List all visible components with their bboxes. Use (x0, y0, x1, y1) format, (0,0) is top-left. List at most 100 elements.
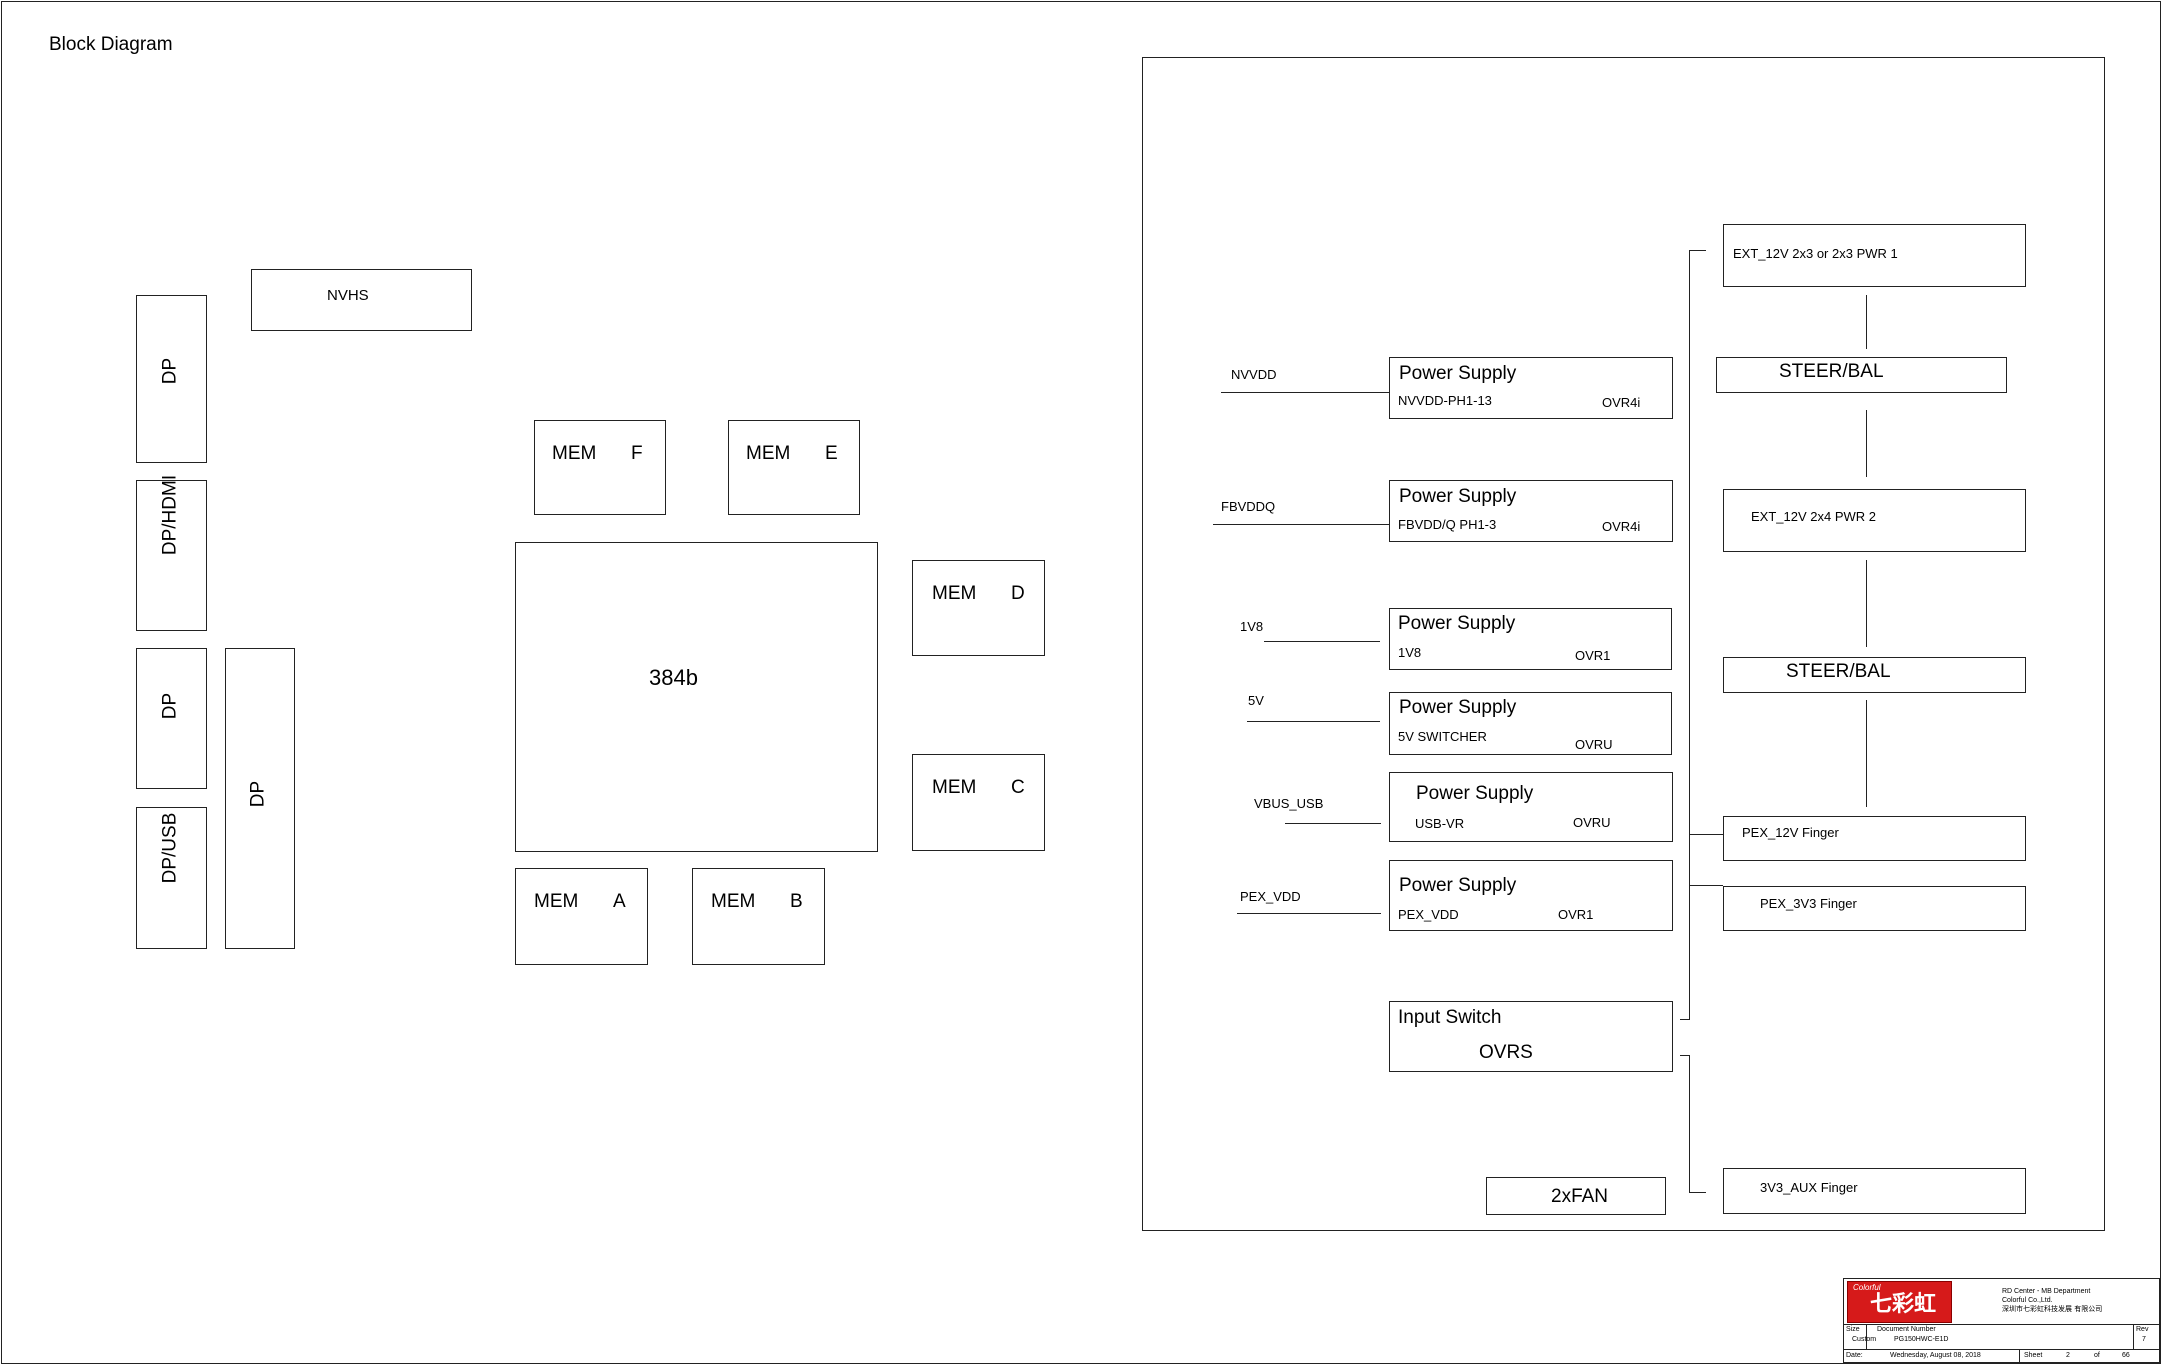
vbus-usb-supply-ref: OVRU (1573, 815, 1611, 830)
title-block-col-sheet (2019, 1349, 2020, 1364)
title-block-row-line-1 (1844, 1324, 2161, 1325)
5v-rail-line (1247, 721, 1380, 723)
gpu-label: 384b (649, 665, 698, 690)
power-bus-top-stub (1689, 250, 1706, 252)
power-bus-lower-top-stub (1680, 1055, 1690, 1057)
mem-f-letter: F (631, 443, 643, 464)
mem-e-block: MEM E (728, 420, 860, 515)
nvhs-block: NVHS (251, 269, 472, 331)
pex-vdd-power-supply: Power Supply PEX_VDD OVR1 (1389, 860, 1673, 931)
fbvddq-supply-title: Power Supply (1399, 486, 1517, 507)
dp-connector-3-label: DP (247, 780, 269, 808)
nvvdd-rail-line (1221, 392, 1389, 394)
1v8-rail-line (1264, 641, 1380, 643)
mem-c-letter: C (1011, 777, 1025, 798)
fbvddq-rail-line (1213, 524, 1389, 526)
mem-e-letter: E (825, 443, 838, 464)
size-value: Custom (1852, 1336, 1877, 1343)
nvhs-label: NVHS (327, 287, 369, 304)
company-line-3: 深圳市七彩虹科技发展 有限公司 (2002, 1305, 2103, 1313)
ext-12v-pwr2-block: EXT_12V 2x4 PWR 2 (1723, 489, 2026, 552)
docnum-value: PG150HWC-E1D (1894, 1336, 1949, 1343)
nvvdd-supply-title: Power Supply (1399, 363, 1517, 384)
vbus-usb-rail-label: VBUS_USB (1254, 796, 1324, 811)
gpu-block: 384b (515, 542, 878, 852)
mem-f-block: MEM F (534, 420, 666, 515)
steer2-lower-line (1866, 700, 1868, 807)
dp-connector-1-label: DP (159, 357, 181, 385)
rev-value: 7 (2142, 1336, 2146, 1343)
pex-vdd-rail-line (1237, 913, 1381, 915)
mem-b-label: MEM (711, 891, 756, 912)
dp-connector-2: DP (136, 648, 207, 789)
pex-vdd-rail-label: PEX_VDD (1240, 889, 1301, 904)
pex-vdd-supply-sub: PEX_VDD (1398, 907, 1459, 922)
5v-power-supply: Power Supply 5V SWITCHER OVRU (1389, 692, 1672, 755)
fbvddq-power-supply: Power Supply FBVDD/Q PH1-3 OVR4i (1389, 480, 1673, 542)
vbus-usb-power-supply: Power Supply USB-VR OVRU (1389, 772, 1673, 842)
mem-b-letter: B (790, 891, 803, 912)
power-bus-switch-stub (1680, 1019, 1690, 1021)
sheet-label: Sheet (2024, 1352, 2043, 1359)
power-bus-upper-vertical (1689, 250, 1691, 1020)
dp-connector-2-label: DP (159, 692, 181, 720)
vbus-usb-supply-title: Power Supply (1416, 783, 1534, 804)
steer1-upper-line (1866, 295, 1868, 349)
dp-connector-1: DP (136, 295, 207, 463)
5v-supply-ref: OVRU (1575, 737, 1613, 752)
company-logo: Colorful 七彩虹 (1847, 1281, 1952, 1323)
date-value: Wednesday, August 08, 2018 (1890, 1352, 1981, 1359)
title-block-col-rev (2133, 1324, 2134, 1349)
steer-bal-1-block: STEER/BAL (1716, 357, 2007, 393)
steer2-upper-line (1866, 560, 1868, 647)
1v8-supply-ref: OVR1 (1575, 648, 1611, 663)
dp-hdmi-connector: DP/HDMI (136, 475, 207, 631)
3v3-aux-finger-block: 3V3_AUX Finger (1723, 1168, 2026, 1214)
dp-connector-3: DP (225, 648, 295, 949)
sheet-of-label: of (2094, 1352, 2100, 1359)
power-bus-pex33-stub (1689, 885, 1723, 887)
steer-bal-2-label: STEER/BAL (1786, 661, 1891, 682)
5v-rail-label: 5V (1248, 693, 1264, 708)
1v8-supply-title: Power Supply (1398, 613, 1516, 634)
5v-supply-title: Power Supply (1399, 697, 1517, 718)
sheet-total: 66 (2122, 1352, 2130, 1359)
title-block: Colorful 七彩虹 RD Center - MB Department C… (1843, 1278, 2161, 1364)
company-line-1: RD Center - MB Department (2002, 1288, 2091, 1295)
mem-c-label: MEM (932, 777, 977, 798)
fbvddq-supply-sub: FBVDD/Q PH1-3 (1398, 517, 1497, 532)
dp-hdmi-connector-label: DP/HDMI (159, 474, 181, 556)
input-switch-ref: OVRS (1479, 1042, 1533, 1063)
steer-bal-2-block: STEER/BAL (1723, 657, 2026, 693)
1v8-power-supply: Power Supply 1V8 OVR1 (1389, 608, 1672, 670)
pex-vdd-supply-ref: OVR1 (1558, 907, 1594, 922)
5v-supply-sub: 5V SWITCHER (1398, 729, 1487, 744)
nvvdd-supply-sub: NVVDD-PH1-13 (1398, 393, 1492, 408)
pex-12v-finger-block: PEX_12V Finger (1723, 816, 2026, 861)
mem-a-letter: A (613, 891, 626, 912)
steer-bal-1-label: STEER/BAL (1779, 361, 1884, 382)
vbus-usb-supply-sub: USB-VR (1415, 816, 1465, 831)
page-title: Block Diagram (49, 34, 173, 55)
3v3-aux-finger-label: 3V3_AUX Finger (1760, 1180, 1858, 1195)
vbus-usb-rail-line (1285, 823, 1381, 825)
nvvdd-supply-ref: OVR4i (1602, 395, 1641, 410)
dp-usb-connector: DP/USB (136, 807, 207, 949)
mem-a-block: MEM A (515, 868, 648, 965)
power-bus-aux-stub (1689, 1192, 1706, 1194)
fan-label: 2xFAN (1551, 1186, 1609, 1207)
1v8-supply-sub: 1V8 (1398, 645, 1422, 660)
nvvdd-rail-label: NVVDD (1231, 367, 1277, 382)
pex-3v3-finger-label: PEX_3V3 Finger (1760, 896, 1857, 911)
dp-usb-connector-label: DP/USB (159, 812, 181, 884)
input-switch-block: Input Switch OVRS (1389, 1001, 1673, 1072)
pex-3v3-finger-block: PEX_3V3 Finger (1723, 886, 2026, 931)
sheet-number: 2 (2066, 1352, 2070, 1359)
logo-text: 七彩虹 (1870, 1292, 1937, 1317)
company-line-2: Colorful Co.,Ltd. (2002, 1297, 2053, 1304)
power-bus-pex12-stub (1689, 834, 1723, 836)
ext-12v-pwr2-label: EXT_12V 2x4 PWR 2 (1751, 509, 1876, 524)
mem-a-label: MEM (534, 891, 579, 912)
mem-d-block: MEM D (912, 560, 1045, 656)
